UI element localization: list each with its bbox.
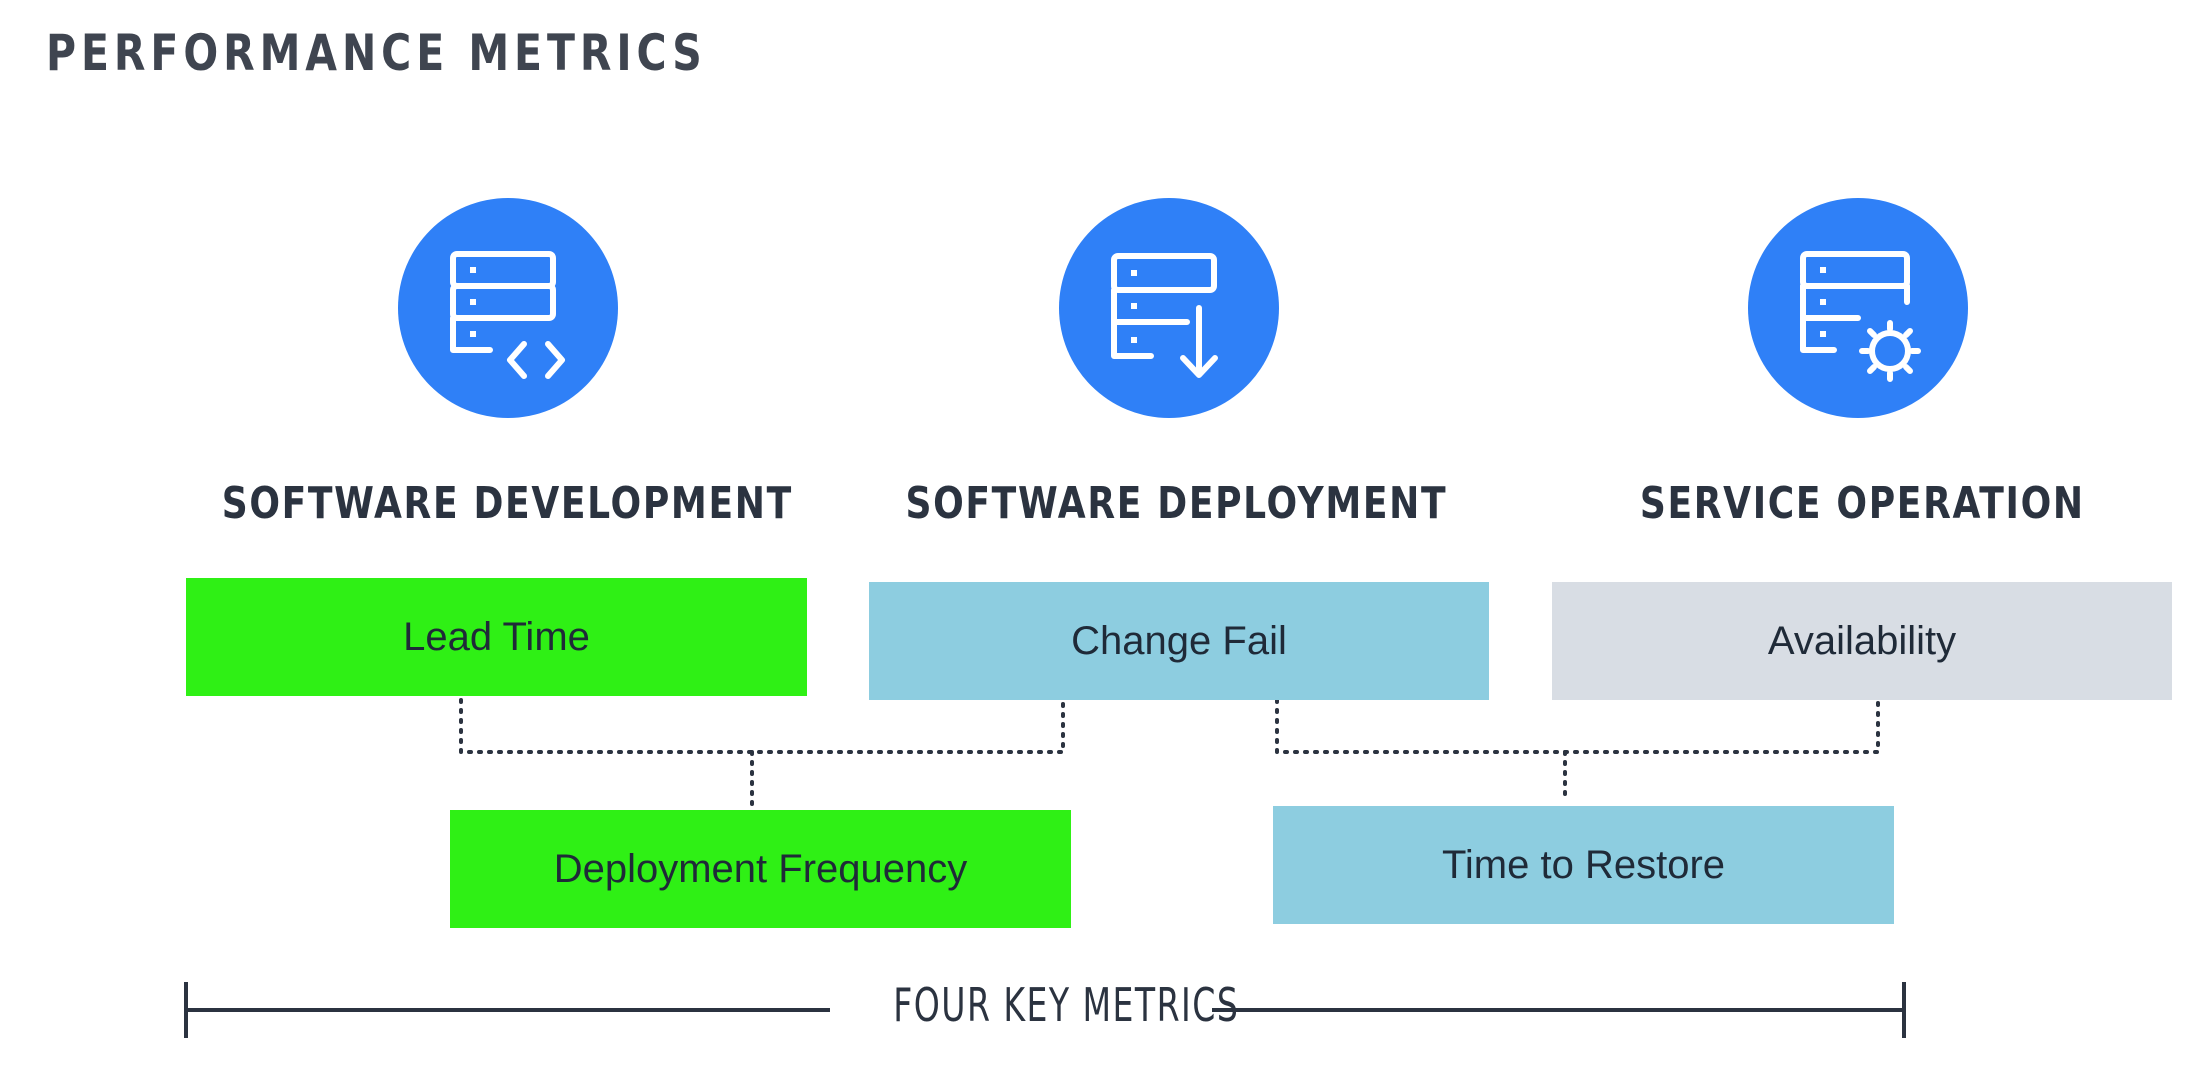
metric-time-to-restore: Time to Restore	[1273, 806, 1894, 924]
metric-lead-time: Lead Time	[186, 578, 807, 696]
server-settings-icon	[1748, 198, 1968, 418]
metric-change-fail: Change Fail	[869, 582, 1489, 700]
category-heading-deployment: SOFTWARE DEPLOYMENT	[905, 478, 1447, 529]
server-download-icon	[1059, 198, 1279, 418]
metric-availability: Availability	[1552, 582, 2172, 700]
server-code-icon	[398, 198, 618, 418]
category-heading-development: SOFTWARE DEVELOPMENT	[221, 478, 793, 529]
category-heading-operation: SERVICE OPERATION	[1639, 478, 2085, 529]
metric-deployment-frequency: Deployment Frequency	[450, 810, 1071, 928]
bracket-line	[184, 982, 1906, 1038]
four-key-metrics-label: FOUR KEY METRICS	[893, 978, 1240, 1032]
page-title: PERFORMANCE METRICS	[46, 24, 707, 82]
